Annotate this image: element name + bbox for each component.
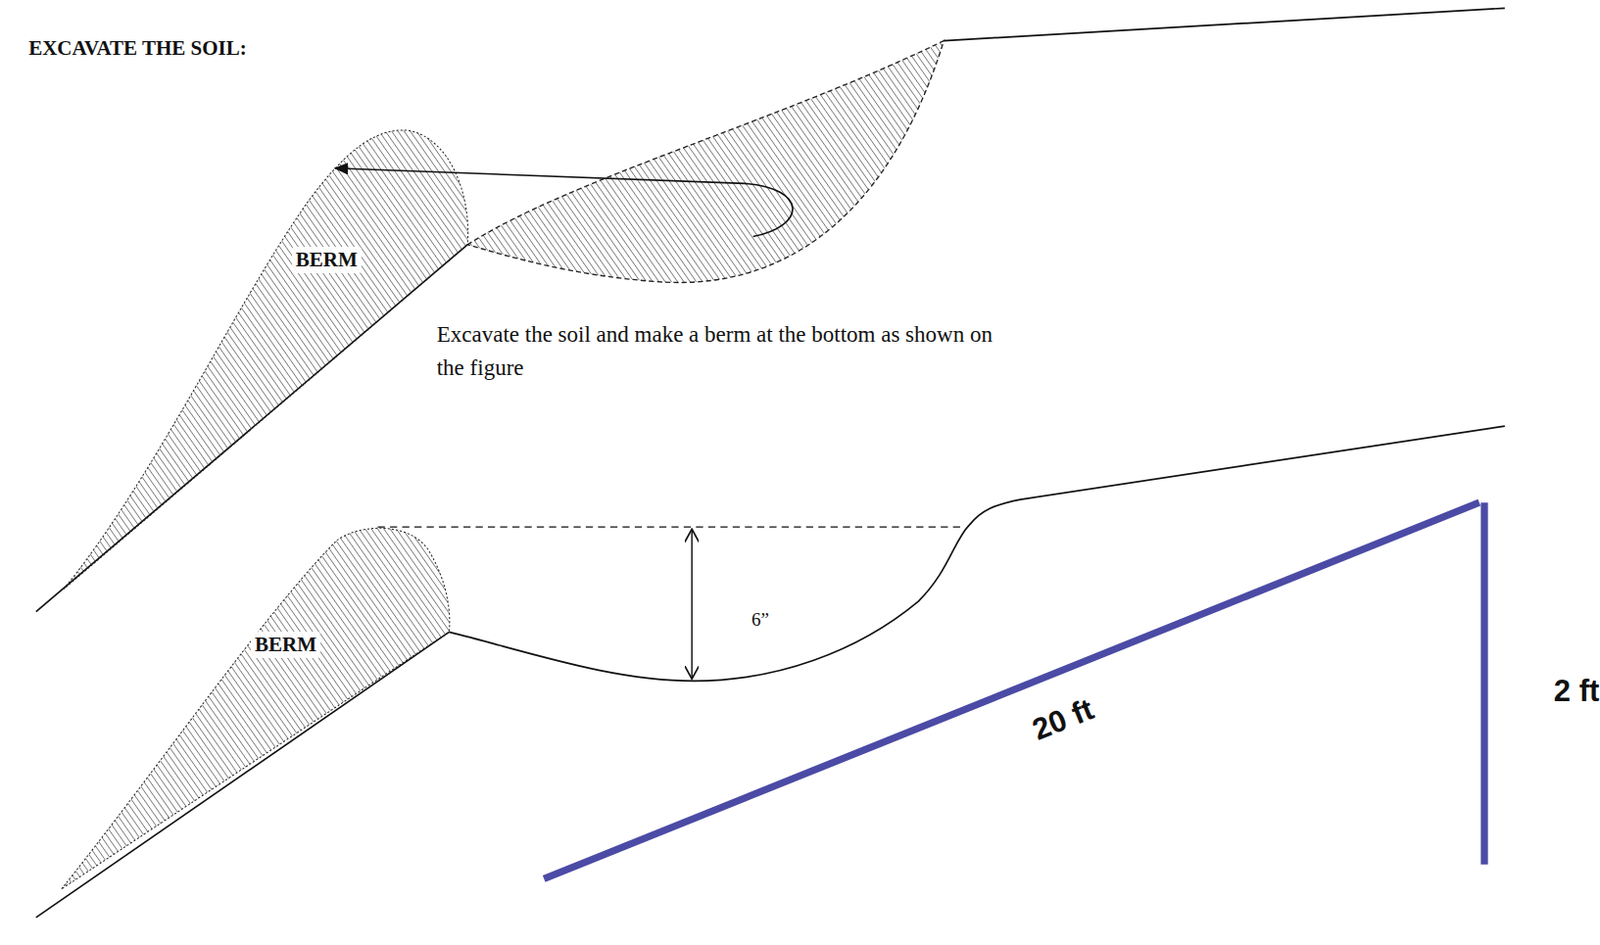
berm-label: BERM	[295, 247, 358, 273]
dimension-label: 2 ft	[1553, 674, 1600, 710]
instruction-note: Excavate the soil and make a berm at the…	[436, 318, 1025, 387]
berm-fill	[63, 130, 469, 590]
soil-move-arrow	[335, 168, 793, 238]
slope-length-line	[543, 502, 1480, 879]
excavation-area	[467, 41, 944, 284]
dimension-label: 20 ft	[1027, 692, 1100, 749]
berm-label-area: BERM	[291, 246, 362, 274]
title: EXCAVATE THE SOIL:	[28, 36, 247, 61]
depth-dimension	[690, 529, 692, 679]
depth-dimension-label: 6”	[751, 609, 770, 631]
original-grade-line	[378, 527, 966, 529]
rise-line	[1480, 502, 1488, 866]
berm-fill	[61, 528, 450, 889]
berm-label: BERM	[254, 632, 317, 658]
berm-label-area: BERM	[250, 631, 321, 659]
ground-surface	[943, 7, 1505, 41]
